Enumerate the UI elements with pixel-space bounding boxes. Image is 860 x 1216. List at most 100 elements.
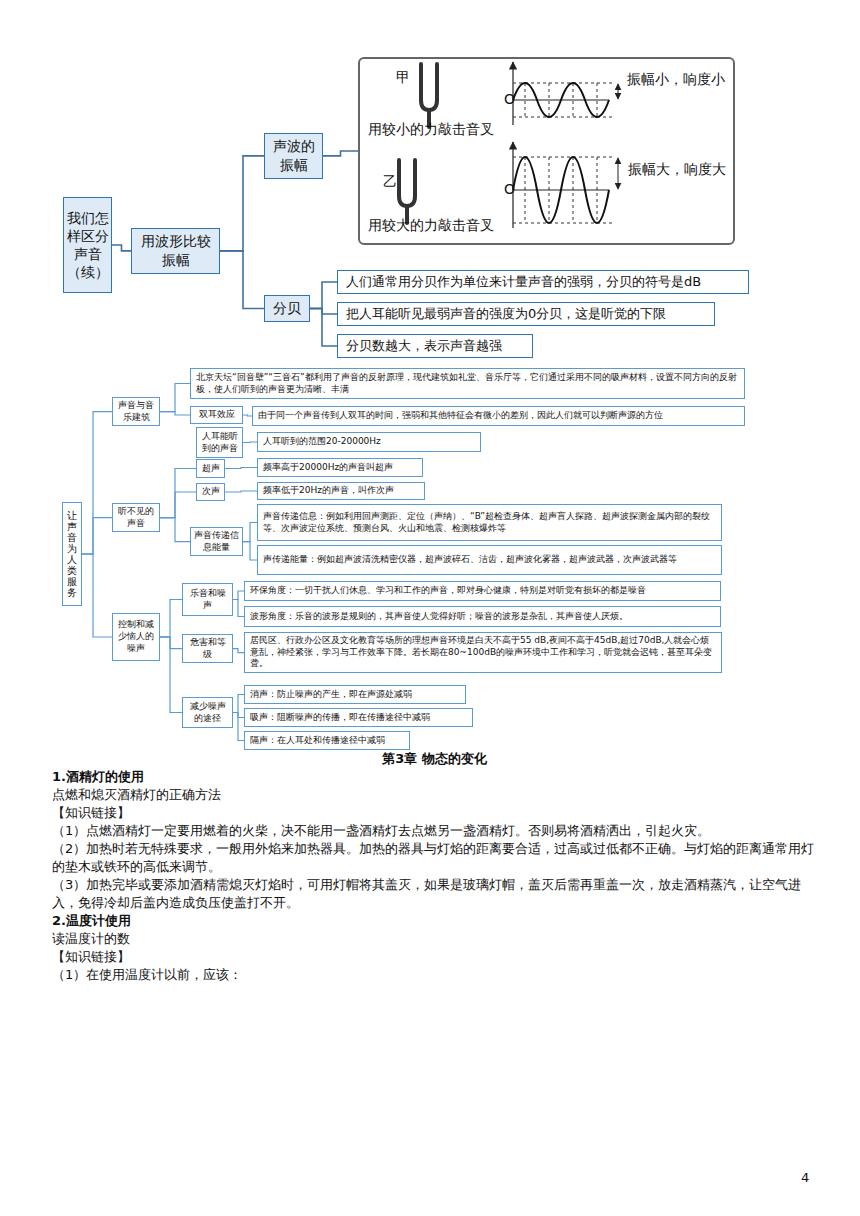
bracket-connector — [225, 468, 257, 469]
body-text: 读温度计的数 — [52, 930, 817, 948]
panel-caption: 甲 — [396, 69, 410, 86]
node-text: 我们怎样区分声音（续） — [67, 209, 109, 282]
body-text: （1）在使用温度计以前，应该： — [52, 966, 817, 984]
bracket-connector — [160, 637, 182, 649]
detail-box: 声传递能量：例如超声波清洗精密仪器，超声波碎石、洁齿，超声波化雾器，超声波武器，… — [257, 545, 722, 575]
body-text: 【知识链接】 — [52, 948, 817, 966]
node-text: 次声 — [202, 486, 220, 498]
detail-box: 由于同一个声音传到人双耳的时间，强弱和其他特征会有微小的差别，因此人们就可以判断… — [252, 406, 745, 426]
bracket-connector — [243, 523, 257, 542]
bracket-connector — [160, 384, 190, 412]
node-text: 声波的振幅 — [271, 137, 316, 175]
panel-caption: 乙 — [383, 173, 397, 190]
node-text: 频率低于20Hz的声音，叫作次声 — [263, 485, 394, 497]
node-text: 隔声：在人耳处和传播途径中减弱 — [250, 735, 385, 747]
bracket-connector — [243, 415, 252, 416]
node-text: 听不见的声音 — [116, 506, 156, 529]
bracket-connector — [225, 491, 257, 492]
branch-box: 听不见的声音 — [112, 503, 160, 532]
node-text: 双耳效应 — [199, 409, 235, 421]
node-text: 超声 — [202, 463, 220, 475]
section-heading: 2.温度计使用 — [52, 912, 817, 930]
bracket-connector — [323, 151, 358, 156]
bracket-connector — [220, 156, 264, 251]
node-text: 波形角度：乐音的波形是规则的，其声音使人觉得好听；噪音的波形是杂乱，其声音使人厌… — [250, 611, 628, 623]
topic-box: 用波形比较振幅 — [131, 228, 220, 274]
bracket-connector — [160, 412, 190, 415]
branch-box: 减少噪声的途径 — [182, 697, 233, 728]
node-text: 北京天坛“回音壁”“三音石”都利用了声音的反射原理，现代建筑如礼堂、音乐厅等，它… — [196, 372, 739, 395]
bracket-connector — [243, 542, 257, 560]
node-text: 人耳能听到的声音 — [200, 431, 239, 454]
node-text: 控制和减少恼人的噪声 — [116, 619, 156, 654]
detail-box: 声音传递信息：例如利用回声测距、定位（声纳）、“B”超检查身体、超声盲人探路、超… — [257, 504, 722, 541]
branch-box: 超声 — [196, 459, 225, 478]
branch-box: 声音传递信息能量 — [190, 527, 243, 556]
detail-box: 人耳听到的范围20-20000Hz — [257, 432, 481, 452]
node-text: 声音与音乐建筑 — [116, 400, 156, 423]
axis-label: O — [504, 181, 515, 197]
node-text: 分贝数越大，表示声音越强 — [346, 337, 502, 355]
branch-box: 危害和等级 — [182, 634, 233, 663]
bracket-connector — [233, 713, 244, 741]
node-text: 把人耳能听见最弱声音的强度为0分贝，这是听觉的下限 — [346, 305, 666, 323]
node-text: 分贝 — [273, 299, 301, 318]
node-text: 人们通常用分贝作为单位来计量声音的强弱，分贝的符号是dB — [346, 273, 701, 291]
node-text: 声音传递信息：例如利用回声测距、定位（声纳）、“B”超检查身体、超声盲人探路、超… — [263, 511, 716, 534]
detail-box: 居民区、行政办公区及文化教育等场所的理想声音环境是白天不高于55 dB,夜间不高… — [244, 632, 722, 673]
body-text: （2）加热时若无特殊要求，一般用外焰来加热器具。加热的器具与灯焰的距离要合适，过… — [52, 840, 817, 876]
detail-box: 频率低于20Hz的声音，叫作次声 — [257, 482, 425, 500]
bracket-connector — [233, 649, 244, 653]
root-column: 让声音为人类服务 — [62, 502, 82, 606]
bracket-connector — [310, 308, 337, 314]
node-text: 环保角度：一切干扰人们休息、学习和工作的声音，即对身心健康，特别是对听觉有损坏的… — [250, 585, 646, 597]
detail-box: 吸声：阻断噪声的传播，即在传播途径中减弱 — [244, 708, 473, 727]
panel-caption: 振幅小，响度小 — [627, 71, 725, 88]
body-text: 【知识链接】 — [52, 804, 817, 822]
bracket-connector — [243, 441, 257, 443]
detail-box: 隔声：在人耳处和传播途径中减弱 — [244, 731, 410, 750]
panel-caption: 用较大的力敲击音叉 — [368, 217, 494, 234]
bracket-connector — [160, 469, 196, 518]
body-text: 点燃和熄灭酒精灯的正确方法 — [52, 786, 817, 804]
bracket-connector — [233, 600, 244, 617]
section-heading: 第3章 物态的变化 — [52, 750, 817, 768]
detail-box: 波形角度：乐音的波形是规则的，其声音使人觉得好听；噪音的波形是杂乱，其声音使人厌… — [244, 606, 721, 627]
node-text: 乐音和噪声 — [186, 588, 229, 611]
bracket-connector — [160, 637, 182, 713]
illustration-panel: 甲用较小的力敲击音叉 振幅小，响度小乙 振幅大，响度大用较大的力敲击音叉 — [358, 57, 735, 245]
section-heading: 1.酒精灯的使用 — [52, 768, 817, 786]
node-text: 声传递能量：例如超声波清洗精密仪器，超声波碎石、洁齿，超声波化雾器，超声波武器，… — [263, 554, 677, 566]
bracket-connector — [160, 600, 182, 638]
node-text: 人耳听到的范围20-20000Hz — [263, 436, 381, 448]
bracket-connector — [82, 518, 112, 554]
node-text: 吸声：阻断噪声的传播，即在传播途径中减弱 — [250, 712, 430, 724]
detail-box: 频率高于20000Hz的声音叫超声 — [257, 458, 423, 477]
branch-box: 次声 — [196, 483, 225, 501]
bracket-connector — [220, 251, 264, 309]
node-text: 危害和等级 — [186, 637, 229, 660]
topic-box: 声波的振幅 — [264, 133, 323, 179]
topic-box: 分贝 — [264, 295, 310, 322]
node-text: 让声音为人类服务 — [67, 510, 77, 598]
bracket-connector — [112, 245, 131, 251]
branch-box: 控制和减少恼人的噪声 — [112, 613, 160, 661]
note-box: 把人耳能听见最弱声音的强度为0分贝，这是听觉的下限 — [337, 302, 715, 326]
node-text: 减少噪声的途径 — [186, 701, 229, 724]
detail-box: 消声：防止噪声的产生，即在声源处减弱 — [244, 685, 466, 704]
note-box: 人们通常用分贝作为单位来计量声音的强弱，分贝的符号是dB — [337, 270, 749, 294]
node-text: 消声：防止噪声的产生，即在声源处减弱 — [250, 689, 412, 701]
node-text: 声音传递信息能量 — [194, 530, 239, 553]
bracket-connector — [233, 591, 244, 600]
panel-caption: 振幅大，响度大 — [628, 161, 726, 178]
node-text: 用波形比较振幅 — [138, 232, 213, 270]
bracket-connector — [310, 308, 337, 346]
panel-caption: 用较小的力敲击音叉 — [368, 121, 494, 138]
body-text: （3）加热完毕或要添加酒精需熄灭灯焰时，可用灯帽将其盖灭，如果是玻璃灯帽，盖灭后… — [52, 876, 817, 912]
node-text: 频率高于20000Hz的声音叫超声 — [263, 462, 393, 474]
bracket-connector — [82, 412, 112, 554]
body-text: （1）点燃酒精灯一定要用燃着的火柴，决不能用一盏酒精灯去点燃另一盏酒精灯。否则易… — [52, 822, 817, 840]
branch-box: 乐音和噪声 — [182, 583, 233, 616]
node-text: 居民区、行政办公区及文化教育等场所的理想声音环境是白天不高于55 dB,夜间不高… — [250, 635, 716, 670]
branch-box: 声音与音乐建筑 — [112, 397, 160, 426]
